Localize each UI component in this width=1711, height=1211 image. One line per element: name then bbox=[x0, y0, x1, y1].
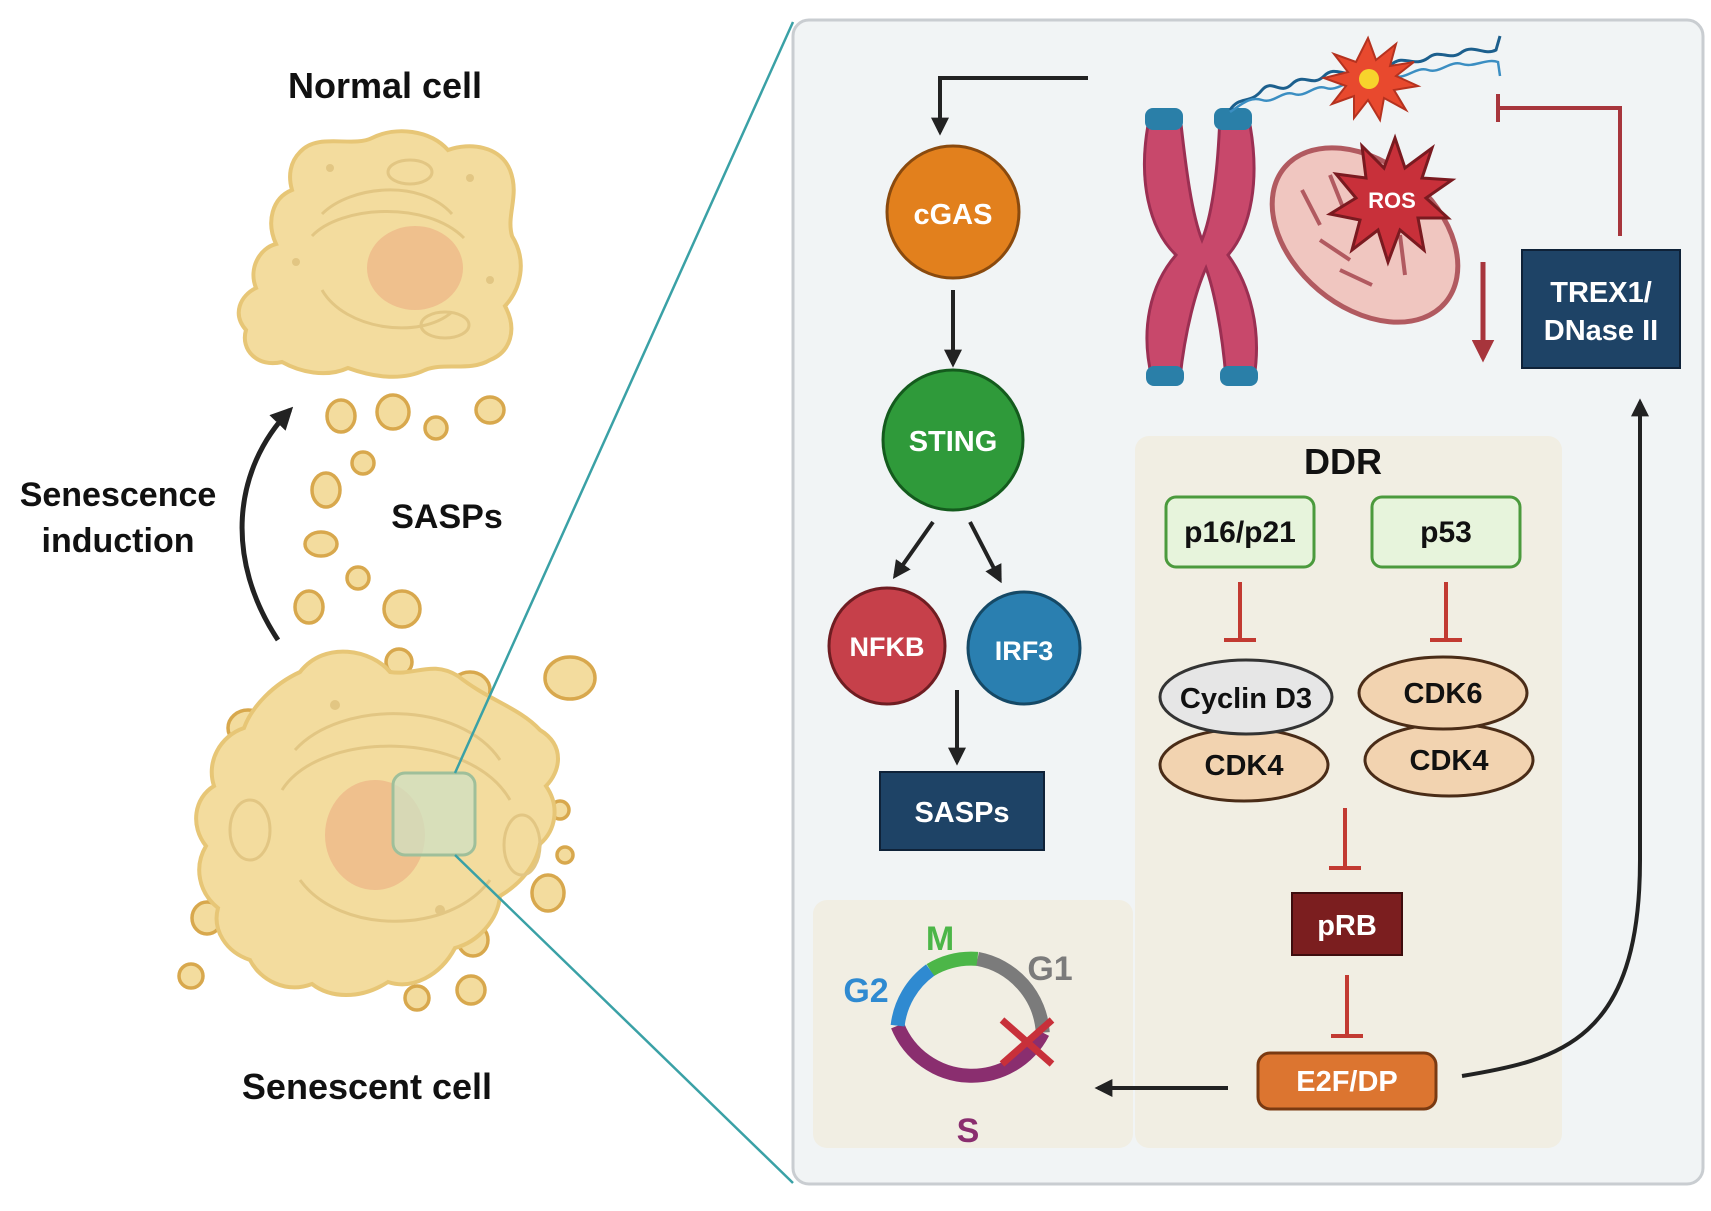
phase-m-label: M bbox=[926, 920, 954, 958]
cgas-node bbox=[885, 144, 1021, 280]
zoom-line-bottom bbox=[454, 854, 794, 1184]
ros-label: ROS bbox=[1368, 188, 1416, 213]
nfkb-node bbox=[827, 586, 947, 706]
cell-cycle-block-x-icon bbox=[999, 1017, 1055, 1067]
p16-p21-label: p16/p21 bbox=[1184, 516, 1296, 549]
senescent-cell-label: Senescent cell bbox=[242, 1066, 492, 1107]
e2f-dp-box bbox=[1256, 1051, 1438, 1111]
prb-label: pRB bbox=[1317, 910, 1377, 942]
e2f-to-trex1-arrow bbox=[1461, 398, 1649, 1078]
sting-to-irf3-arrow bbox=[968, 521, 1002, 584]
phase-g2-arc bbox=[890, 964, 935, 1027]
irf3-node bbox=[966, 590, 1082, 706]
irf3-label: IRF3 bbox=[995, 636, 1054, 666]
p53-box bbox=[1370, 495, 1522, 569]
ddr-title: DDR bbox=[1304, 441, 1382, 482]
trex1-label-line1: TREX1/ bbox=[1550, 277, 1652, 309]
ros-burst-icon bbox=[1325, 133, 1457, 267]
sasps-box-label: SASPs bbox=[914, 797, 1009, 829]
phase-g1-arc bbox=[976, 952, 1050, 1034]
senescence-induction-arrow bbox=[239, 406, 294, 642]
dna-to-cgas-arrow bbox=[931, 76, 1088, 136]
sting-node bbox=[881, 368, 1025, 512]
normal-nucleus bbox=[367, 226, 463, 310]
zoom-window bbox=[391, 771, 477, 857]
sasps-label-left: SASPs bbox=[391, 498, 503, 536]
chromosome-icon bbox=[1143, 108, 1258, 386]
phase-s-label: S bbox=[957, 1112, 980, 1150]
senescence-induction-line2: induction bbox=[42, 522, 195, 560]
normal-cell bbox=[236, 129, 523, 379]
e2f-dp-label: E2F/DP bbox=[1296, 1066, 1398, 1098]
cyclin-d3-label: Cyclin D3 bbox=[1180, 683, 1312, 715]
phase-g1-label: G1 bbox=[1027, 950, 1072, 988]
cell-cycle-ring bbox=[890, 951, 1050, 1083]
prb-box bbox=[1291, 892, 1403, 956]
sting-to-nfkb-arrow bbox=[892, 520, 935, 579]
cdk6-node bbox=[1357, 655, 1529, 731]
cgas-label: cGAS bbox=[914, 199, 993, 231]
cdk6-label: CDK6 bbox=[1404, 678, 1483, 710]
sasps-box bbox=[879, 771, 1045, 851]
cell-cycle-region bbox=[813, 900, 1133, 1148]
normal-cell-label: Normal cell bbox=[288, 65, 482, 106]
senescence-induction-line1: Senescence bbox=[20, 476, 217, 514]
cyclin-d3-node bbox=[1158, 658, 1334, 736]
zoom-line-top bbox=[453, 21, 795, 774]
senescent-cell bbox=[194, 649, 560, 997]
sting-label: STING bbox=[909, 426, 998, 458]
trex1-dnase-box bbox=[1521, 249, 1681, 369]
phase-g2-label: G2 bbox=[843, 972, 888, 1010]
trex1-inhibits-dna bbox=[1498, 106, 1622, 236]
trex1-label-line2: DNase II bbox=[1544, 315, 1658, 347]
cdk4-left-label: CDK4 bbox=[1205, 750, 1284, 782]
phase-m-arc bbox=[926, 951, 979, 977]
p53-label: p53 bbox=[1420, 516, 1472, 549]
phase-s-arc bbox=[891, 1022, 1050, 1083]
nfkb-label: NFKB bbox=[850, 632, 925, 662]
p16-p21-box bbox=[1164, 495, 1316, 569]
cdk4-right-label: CDK4 bbox=[1410, 745, 1489, 777]
